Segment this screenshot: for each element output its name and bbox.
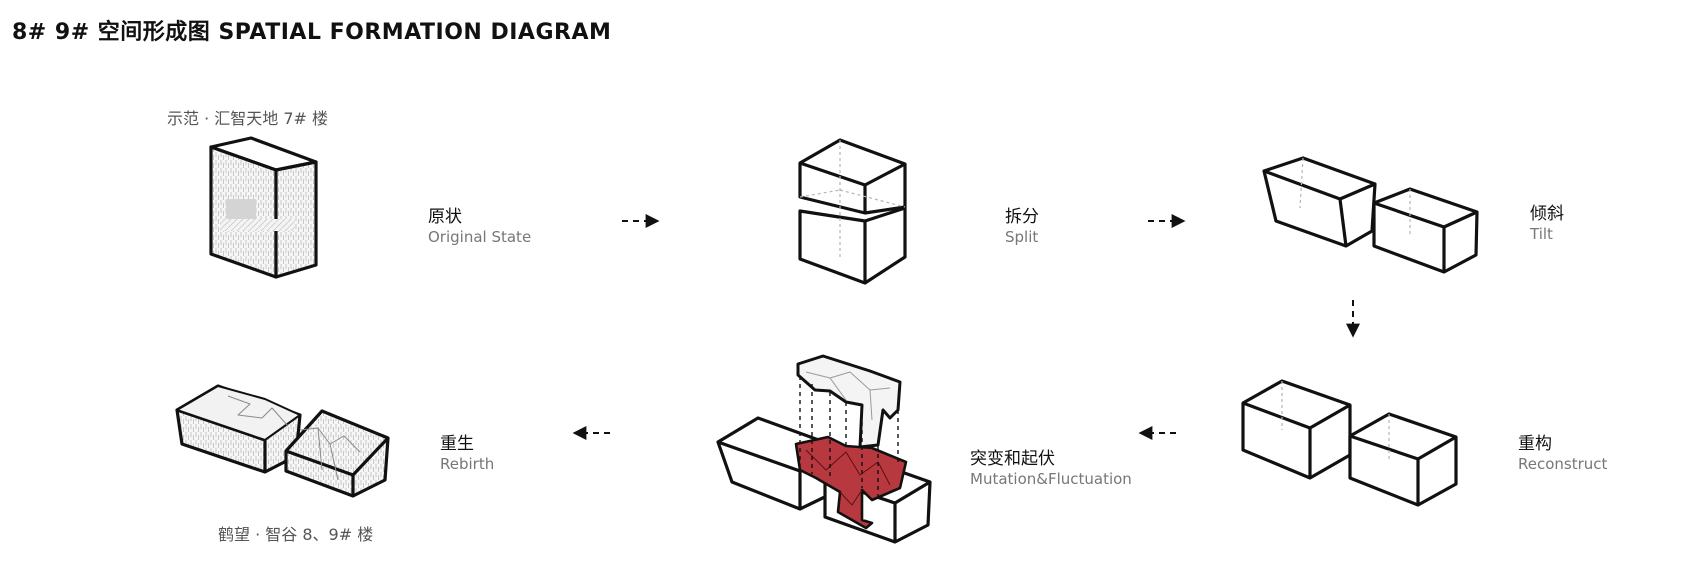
tilt-boxes: [1262, 156, 1479, 274]
step-label-split: 拆分 Split: [1005, 206, 1039, 247]
step-label-en: Rebirth: [440, 455, 495, 473]
step-label-cn: 重构: [1518, 434, 1552, 454]
step-label-reconstruct: 重构 Reconstruct: [1518, 433, 1607, 474]
original-state-box: [209, 136, 318, 279]
reference-caption-top: 示范 · 汇智天地 7# 楼: [167, 109, 329, 128]
page-title: 8# 9# 空间形成图 SPATIAL FORMATION DIAGRAM: [12, 20, 612, 45]
step-label-en: Tilt: [1530, 225, 1553, 243]
step-label-cn: 重生: [440, 434, 474, 454]
step-label-cn: 拆分: [1005, 207, 1039, 227]
rebirth-model: [175, 384, 390, 498]
step-label-rebirth: 重生 Rebirth: [440, 433, 494, 474]
step-label-cn: 倾斜: [1530, 204, 1564, 224]
split-boxes: [798, 138, 907, 285]
step-label-original-state: 原状 Original State: [428, 206, 531, 247]
reconstruct-boxes: [1241, 379, 1458, 507]
step-label-cn: 原状: [428, 207, 462, 227]
step-label-en: Reconstruct: [1518, 455, 1608, 473]
step-label-mutation: 突变和起伏 Mutation&Fluctuation: [970, 448, 1132, 489]
mutation-model: [716, 354, 932, 544]
reference-caption-bottom: 鹤望 · 智谷 8、9# 楼: [218, 525, 374, 544]
step-label-tilt: 倾斜 Tilt: [1530, 203, 1564, 244]
step-label-cn: 突变和起伏: [970, 449, 1055, 469]
step-label-en: Original State: [428, 228, 532, 246]
mutation-upper-form: [796, 354, 902, 449]
step-label-en: Split: [1005, 228, 1039, 246]
step-label-en: Mutation&Fluctuation: [970, 470, 1132, 488]
